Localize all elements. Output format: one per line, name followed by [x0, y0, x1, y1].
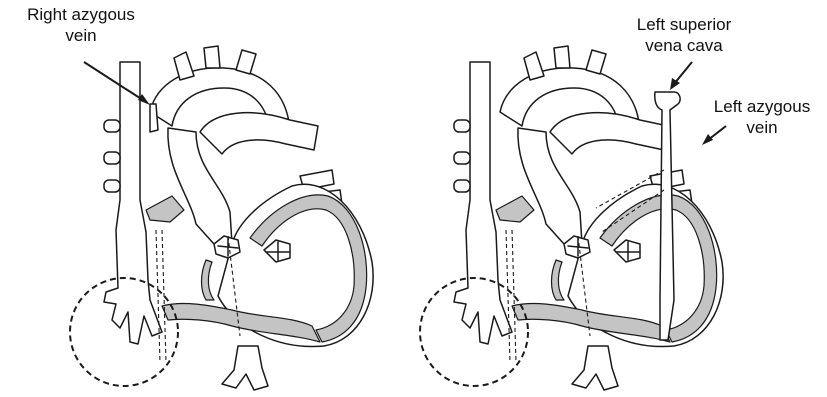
label-line: vein — [65, 26, 97, 45]
left-svc-vessel — [654, 91, 681, 341]
label-right-azygous-vein: Right azygous vein — [6, 4, 156, 46]
dashed-connection — [601, 189, 665, 233]
left-svc-arrow — [673, 61, 693, 85]
right-azygous-arrow — [83, 61, 147, 103]
label-line: Right azygous — [27, 5, 135, 24]
right-azygous-arrowhead — [138, 94, 150, 105]
left-svc-arrowhead — [670, 78, 680, 90]
label-line: Left superior — [636, 15, 732, 34]
label-line: vein — [746, 118, 778, 137]
dashed-circle-right — [419, 277, 529, 387]
label-line: Left azygous — [713, 97, 811, 116]
right-azygous-vein-vessel — [149, 103, 159, 133]
dashed-circle-left — [69, 277, 179, 387]
label-line: vena cava — [645, 36, 723, 55]
heart-left — [69, 45, 374, 391]
label-left-superior-vena-cava: Left superior vena cava — [614, 14, 754, 56]
dashed-connection — [595, 169, 665, 209]
left-azygous-arrowhead — [702, 134, 713, 145]
heart-right — [419, 45, 727, 391]
label-left-azygous-vein: Left azygous vein — [700, 96, 824, 138]
